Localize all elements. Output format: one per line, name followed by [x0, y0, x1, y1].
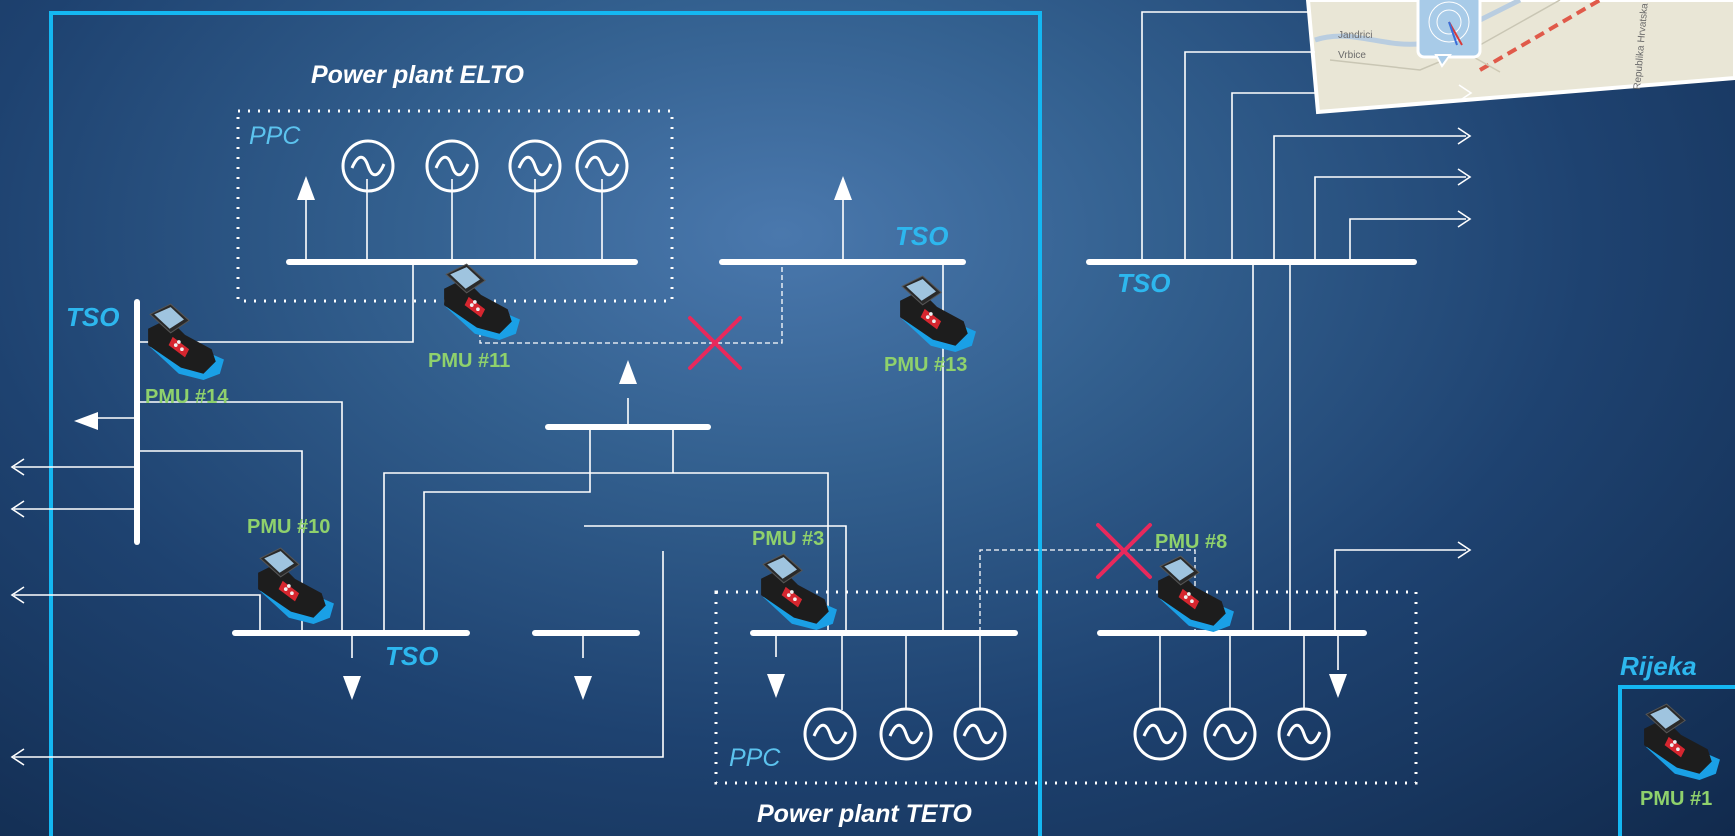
tso-left-label: TSO [66, 302, 119, 332]
pmu-device-icon [760, 553, 838, 631]
arrow-down-icon [1329, 674, 1347, 698]
tso-right-label: TSO [1117, 268, 1170, 298]
pmu-3-label: PMU #3 [752, 528, 824, 550]
pmu-14-label: PMU #14 [145, 386, 229, 408]
generator-icon [1203, 707, 1257, 761]
arrow-down-icon [574, 676, 592, 700]
pmu-10-label: PMU #10 [247, 516, 330, 538]
pmu-1-label: PMU #1 [1640, 788, 1712, 810]
arrow-up-icon [297, 176, 315, 200]
arrows [74, 176, 1347, 700]
connection-lines [14, 11, 1466, 758]
plant-elto-label: Power plant ELTO [311, 61, 525, 89]
generator-icon [879, 707, 933, 761]
ppc-box-teto [714, 590, 1418, 785]
rijeka-frame [1618, 685, 1735, 836]
generator-icon [953, 707, 1007, 761]
open-connections [479, 262, 1196, 632]
tso-bottom-label: TSO [385, 641, 438, 671]
bus-bars [134, 259, 1417, 636]
open-arrows [10, 84, 1473, 766]
pmu-device-icon [257, 547, 335, 625]
plant-teto-label: Power plant TETO [757, 800, 972, 828]
generator-icon [1277, 707, 1331, 761]
arrow-down-icon [767, 674, 785, 698]
breaker-open-icon [688, 316, 742, 370]
open-breakers [688, 316, 1152, 579]
pmu-device-icon [1157, 555, 1235, 633]
pmu-device-icon [1643, 703, 1721, 781]
ppc-elto-label: PPC [249, 122, 301, 150]
arrow-down-icon [343, 676, 361, 700]
arrow-up-icon [619, 360, 637, 384]
map-place-jandrici: Jandrici [1338, 30, 1372, 41]
generator-icon [803, 707, 857, 761]
generator-icon [1133, 707, 1187, 761]
pmu-8-label: PMU #8 [1155, 531, 1227, 553]
pmu-13-label: PMU #13 [884, 354, 967, 376]
generators [341, 139, 1331, 761]
rijeka-label: Rijeka [1620, 651, 1697, 681]
ppc-teto-label: PPC [729, 744, 781, 772]
tso-mid-label: TSO [895, 221, 948, 251]
breaker-open-icon [1096, 523, 1152, 579]
arrow-left-icon [74, 412, 98, 430]
generator-icon [341, 139, 395, 193]
control-area-frame [49, 11, 1042, 836]
map-marker-icon [1416, 0, 1482, 68]
arrow-up-icon [834, 176, 852, 200]
map-inset: Jandrici Vrbice Republika Hrvatska [1305, 0, 1735, 115]
map-place-vrbice: Vrbice [1338, 50, 1366, 61]
pmu-device-icon [443, 263, 521, 341]
pmu-11-label: PMU #11 [428, 350, 510, 372]
pmu-device-icon [899, 275, 977, 353]
